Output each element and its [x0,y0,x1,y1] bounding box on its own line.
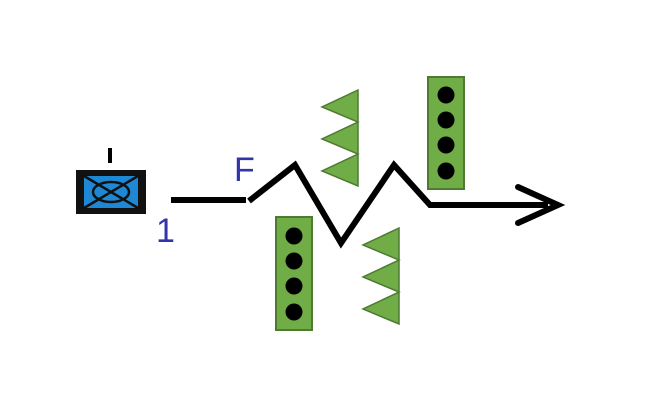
zigzag-line [247,160,548,249]
panel-dot [437,162,455,180]
crossed-box-icon [76,148,146,214]
dot-panel-bottom [275,216,313,331]
panel-dot [285,303,303,321]
panel-dot [285,277,303,295]
panel-dot [437,111,455,129]
label-1: 1 [156,212,175,250]
triangle-stack-top [320,88,360,188]
panel-dot [437,136,455,154]
panel-dot [285,227,303,245]
triangle-stack-bottom [361,226,401,326]
arrow-head-icon [515,184,566,226]
label-f: F [234,151,255,189]
panel-dot [285,252,303,270]
dot-panel-top [427,76,465,190]
panel-dot [437,86,455,104]
